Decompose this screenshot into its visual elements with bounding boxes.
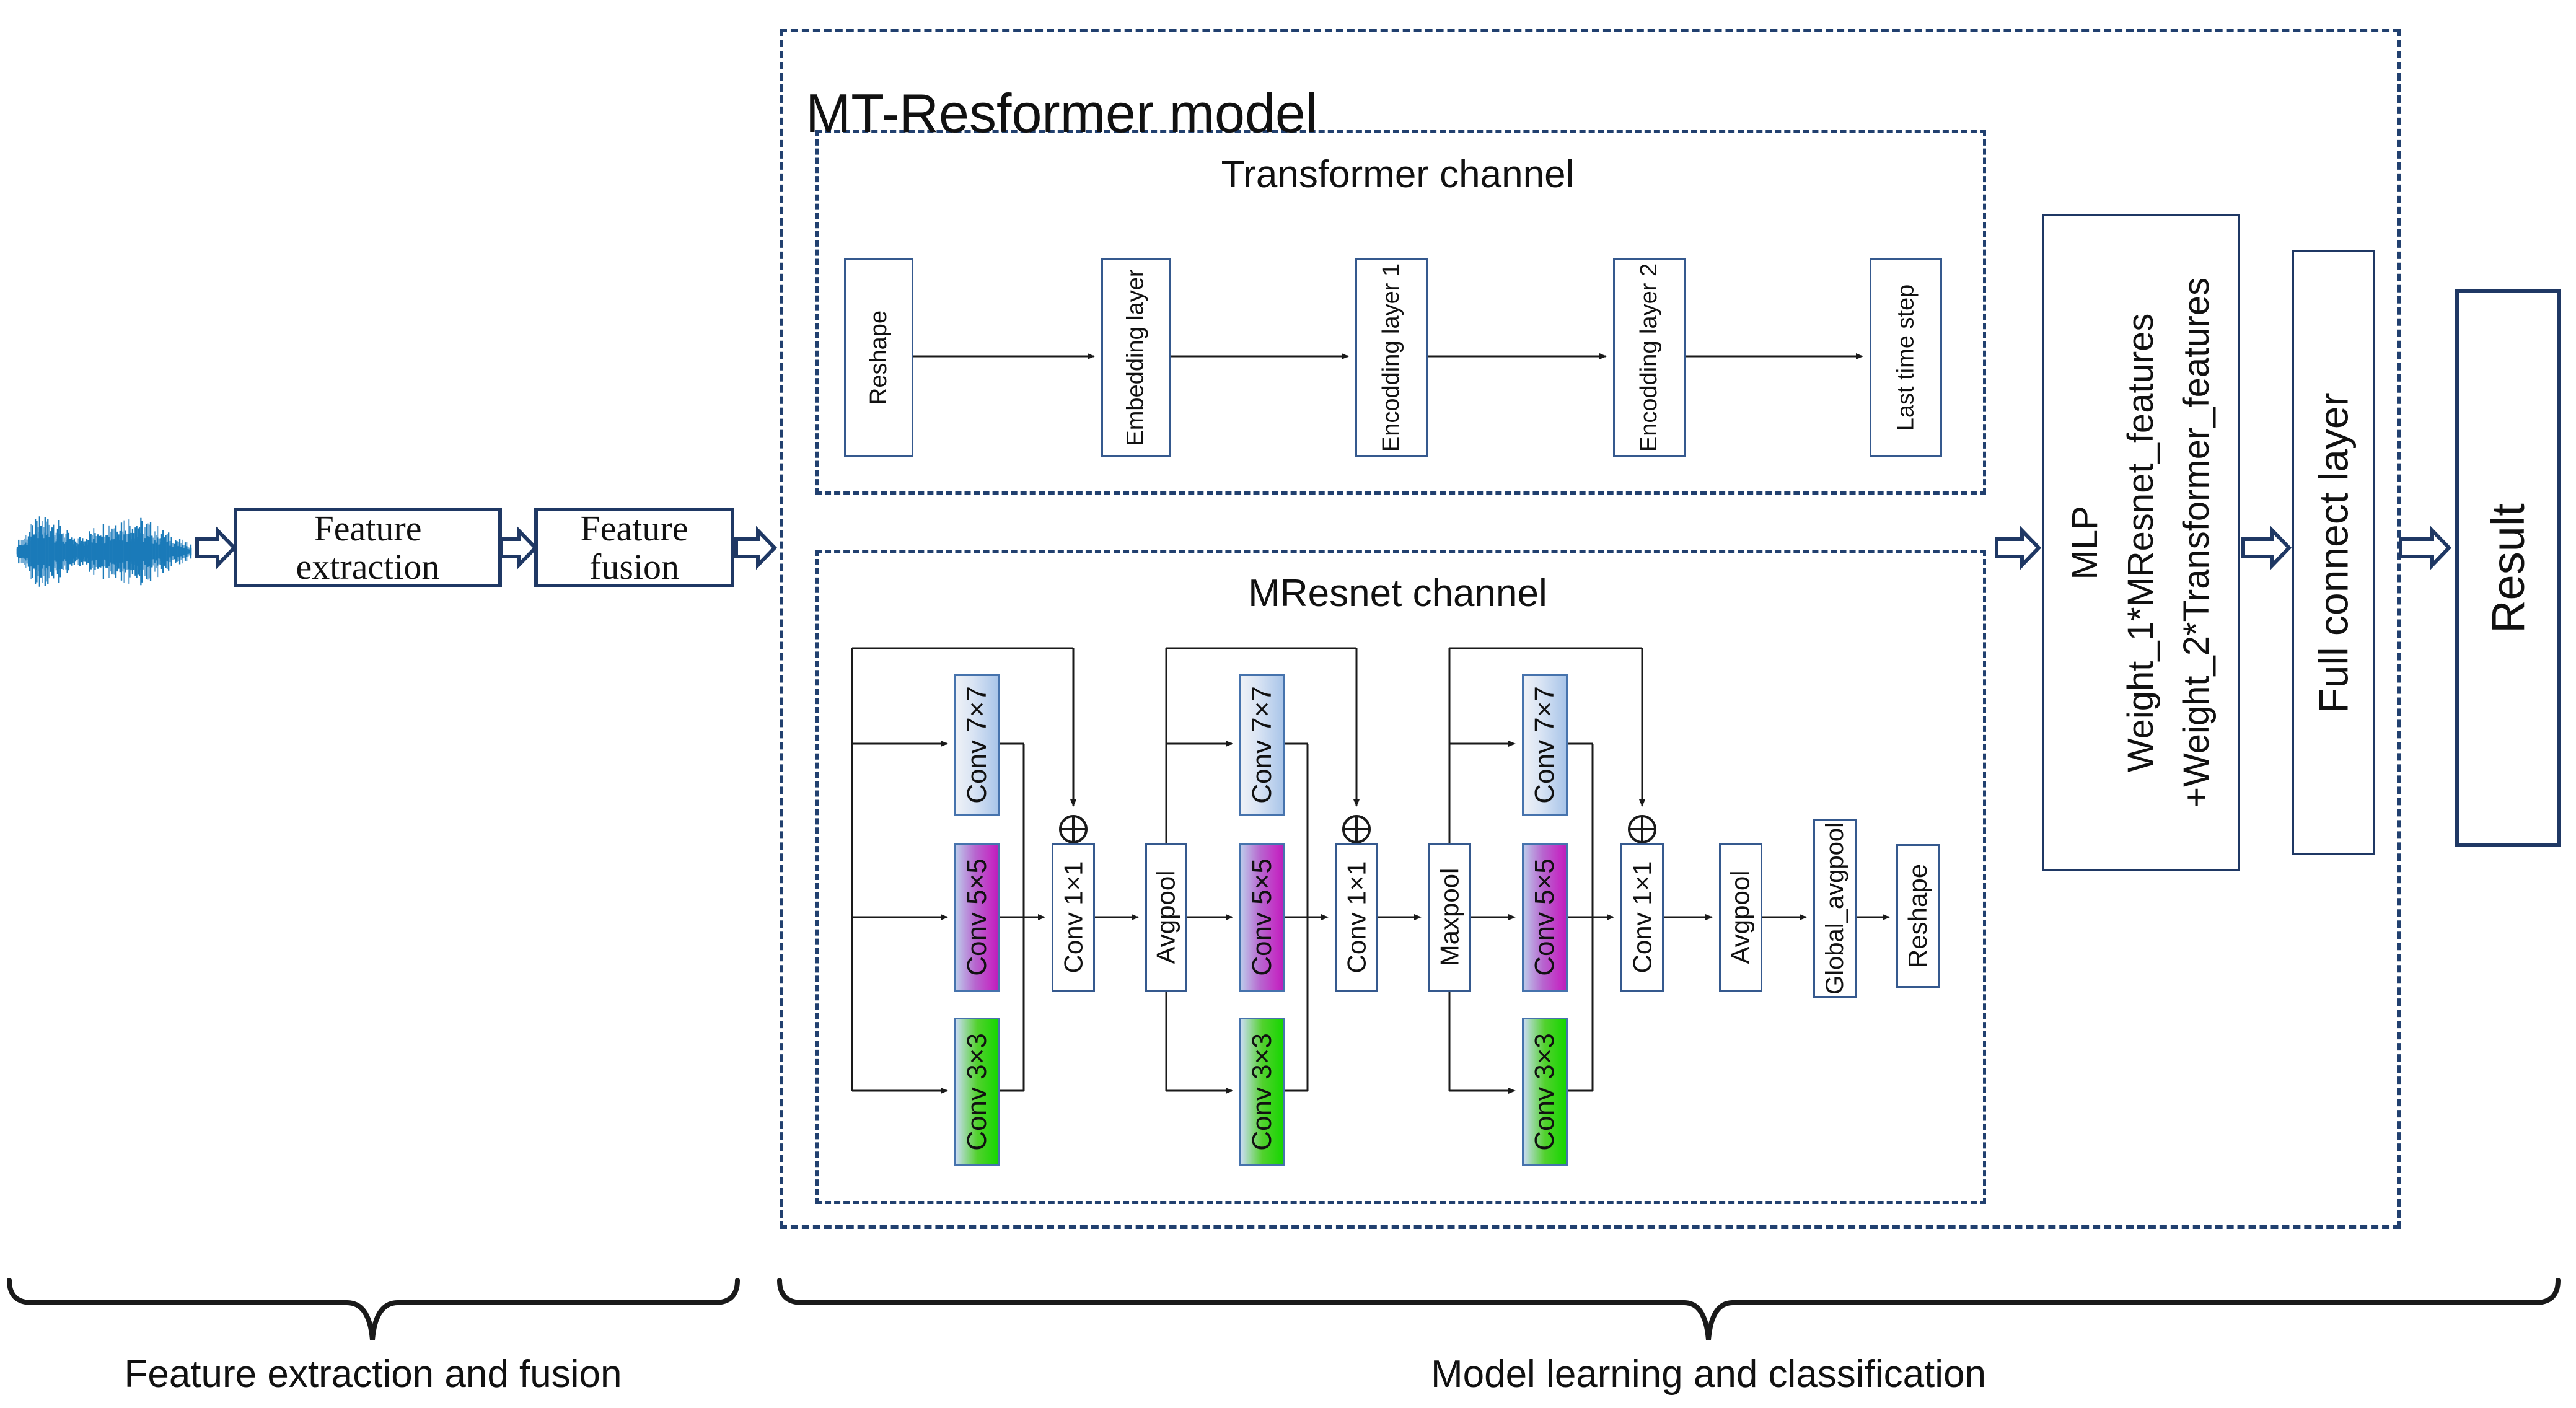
feature-extraction-line2: extraction bbox=[296, 546, 440, 587]
global-avgpool-box: Global_avgpool bbox=[1813, 819, 1857, 998]
block1-conv5x5: Conv 5×5 bbox=[954, 843, 1000, 992]
maxpool-box: Maxpool bbox=[1428, 843, 1471, 992]
block1-conv1x1: Conv 1×1 bbox=[1052, 843, 1095, 992]
block1-conv3x3: Conv 3×3 bbox=[954, 1018, 1000, 1166]
block3-conv1x1: Conv 1×1 bbox=[1620, 843, 1664, 992]
result-box: Result bbox=[2455, 289, 2561, 847]
audio-waveform-icon bbox=[16, 516, 192, 587]
page-title: MT-Resformer model bbox=[806, 82, 1318, 144]
mlp-line3: +Weight_2*Transformer_features bbox=[2176, 277, 2217, 808]
feature-fusion-line2: fusion bbox=[589, 546, 679, 587]
brace-label-right: Model learning and classification bbox=[1430, 1353, 1987, 1396]
mlp-box: MLP Weight_1*MResnet_features +Weight_2*… bbox=[2042, 214, 2240, 871]
feature-fusion-line1: Feature bbox=[580, 508, 688, 549]
block2-conv3x3: Conv 3×3 bbox=[1239, 1018, 1285, 1166]
block2-conv5x5: Conv 5×5 bbox=[1239, 843, 1285, 992]
flow-arrow-icons bbox=[195, 526, 2452, 570]
elementwise-add-icons bbox=[1059, 815, 1656, 843]
connector-lines bbox=[851, 353, 1890, 1094]
transformer-box-reshape: Reshape bbox=[844, 258, 913, 457]
feature-extraction-box: Feature extraction bbox=[234, 508, 502, 587]
feature-extraction-line1: Feature bbox=[314, 508, 422, 549]
avgpool-box: Avgpool bbox=[1145, 843, 1187, 992]
tail-reshape-box: Reshape bbox=[1896, 844, 1940, 988]
brace-label-left: Feature extraction and fusion bbox=[124, 1353, 622, 1396]
block3-conv7x7: Conv 7×7 bbox=[1522, 674, 1568, 816]
block2-conv1x1: Conv 1×1 bbox=[1335, 843, 1378, 992]
transformer-box-encodding2: Encodding layer 2 bbox=[1613, 258, 1686, 457]
mresnet-channel-title: MResnet channel bbox=[1248, 572, 1547, 615]
tail-avgpool-box: Avgpool bbox=[1719, 843, 1762, 992]
block1-conv7x7: Conv 7×7 bbox=[954, 674, 1000, 816]
full-connect-layer-box: Full connect layer bbox=[2292, 250, 2375, 855]
transformer-box-embedding: Embedding layer bbox=[1101, 258, 1171, 457]
transformer-channel-title: Transformer channel bbox=[1221, 153, 1575, 196]
mresnet-channel-box bbox=[815, 550, 1986, 1204]
brace-shapes bbox=[7, 1278, 2561, 1340]
block3-conv3x3: Conv 3×3 bbox=[1522, 1018, 1568, 1166]
mt-resformer-model-box bbox=[780, 29, 2401, 1229]
feature-fusion-box: Feature fusion bbox=[534, 508, 734, 587]
mlp-line1: MLP bbox=[2065, 505, 2106, 580]
block3-conv5x5: Conv 5×5 bbox=[1522, 843, 1568, 992]
mlp-line2: Weight_1*MResnet_features bbox=[2121, 313, 2161, 772]
transformer-box-last-time-step: Last time step bbox=[1870, 258, 1942, 457]
transformer-box-encodding1: Encodding layer 1 bbox=[1355, 258, 1428, 457]
transformer-channel-box bbox=[815, 130, 1986, 495]
block2-conv7x7: Conv 7×7 bbox=[1239, 674, 1285, 816]
